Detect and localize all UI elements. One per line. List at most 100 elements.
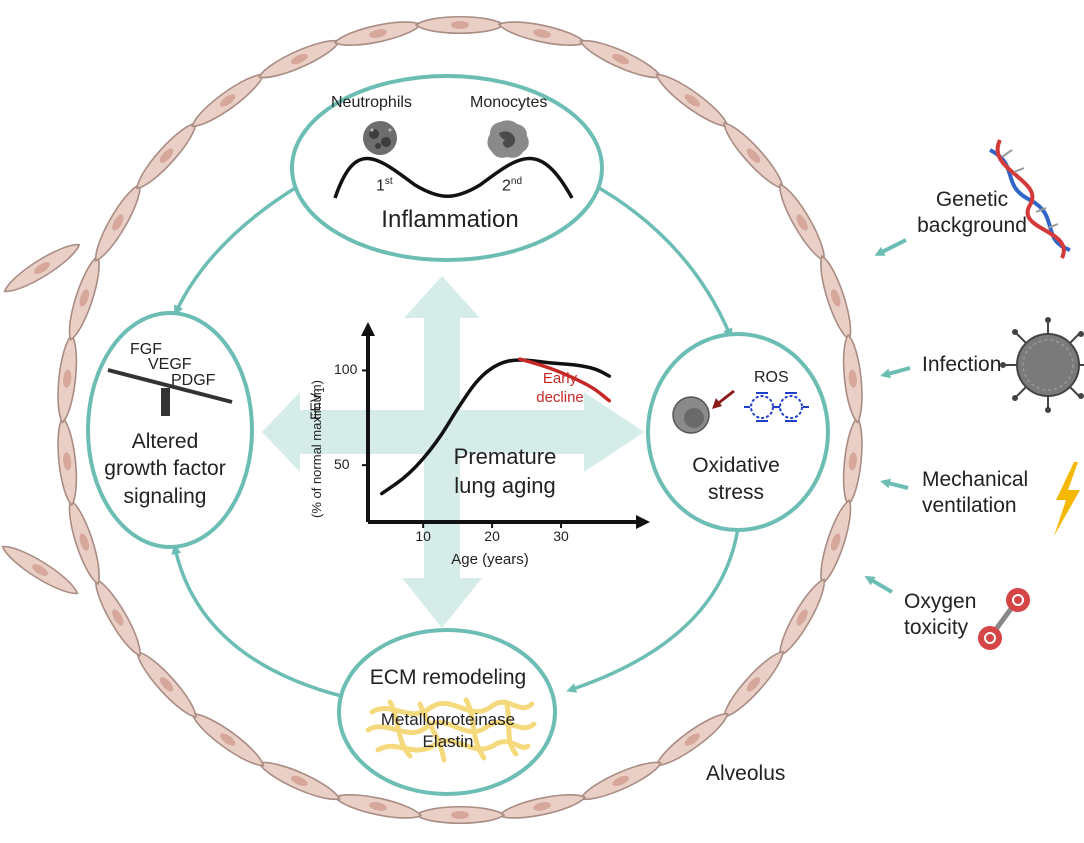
second-peak-sup: nd — [510, 176, 523, 187]
first-peak-sup: st — [384, 176, 393, 187]
dna-helix-icon — [989, 139, 1071, 259]
alveolar-cell — [723, 650, 784, 718]
ecm-title: ECM remodeling — [369, 666, 527, 689]
alveolar-cell — [1, 545, 79, 595]
cross-arrow-right — [584, 392, 644, 472]
alveolar-cell — [497, 794, 587, 819]
ecm-metalloproteinase: Metalloproteinase — [380, 710, 516, 729]
arrow-infection — [880, 366, 911, 379]
second-peak-number: 2 — [502, 177, 511, 195]
seesaw-icon — [107, 368, 233, 416]
alveolar-cell — [95, 578, 141, 657]
growth-factor-title: Altered growth factor signaling — [104, 428, 225, 510]
mechanical-ventilation-label: Mechanical ventilation — [922, 467, 1028, 520]
alveolar-cell — [820, 254, 852, 341]
arrow-genetic — [874, 238, 907, 256]
inflammation-ellipse — [290, 74, 604, 262]
alveolus-cell-ring — [1, 15, 863, 825]
oxidative-title-line1: Oxidative — [692, 454, 780, 477]
first-peak-number: 1 — [376, 177, 385, 195]
cross-arrow-up — [404, 276, 480, 332]
alveolar-cell — [414, 805, 506, 825]
oxygen-molecule-icon — [978, 588, 1030, 650]
alveolar-cell — [136, 122, 197, 190]
virus-icon — [1000, 317, 1084, 413]
alveolar-cell — [257, 39, 341, 79]
alveolar-cell — [57, 333, 78, 424]
alveolar-cell — [579, 39, 663, 79]
cycle-arrows — [171, 183, 740, 699]
oxidative-stress-ellipse — [646, 332, 830, 532]
fgf-label: FGF — [130, 341, 162, 358]
chart-x-axis-label: Age (years) — [451, 551, 529, 568]
center-line2: lung aging — [454, 472, 556, 498]
fev1-chart — [361, 322, 650, 529]
alveolar-cell — [779, 578, 825, 657]
genetic-line1: Genetic — [935, 188, 1009, 211]
ros-label: ROS — [754, 369, 789, 386]
genetic-line2: background — [917, 214, 1027, 238]
second-peak-label: 2nd — [502, 176, 522, 196]
alveolus-label: Alveolus — [706, 762, 786, 785]
alveolar-cell — [68, 254, 100, 341]
early-decline-line1: Early — [542, 370, 578, 387]
pdgf-label: PDGF — [171, 372, 216, 389]
y-tick-label: 50 — [334, 456, 350, 473]
early-decline-annotation: Early decline — [536, 370, 584, 408]
growth-factor-ellipse — [86, 311, 254, 549]
first-peak-label: 1st — [376, 176, 393, 196]
fev1-early-decline-curve — [517, 357, 612, 403]
arrow-inflammation-to-oxidative — [593, 183, 733, 339]
oxygen-line2: toxicity — [904, 616, 969, 640]
alveolar-cell — [3, 243, 81, 293]
fev1-normal-curve — [380, 358, 612, 496]
ros-molecule-icon — [744, 392, 809, 422]
ecm-ellipse — [337, 628, 557, 796]
arrow-oxygen — [864, 575, 894, 594]
early-decline-line2: decline — [536, 388, 584, 406]
center-cross-arrows — [262, 276, 644, 628]
arrow-mechanical — [880, 478, 909, 490]
alveolar-cell — [842, 333, 863, 424]
growth-factor-title-line3: signaling — [123, 484, 207, 508]
alveolar-cell — [191, 73, 265, 128]
alveolar-cell — [257, 761, 341, 801]
chart-y-axis-label-line2: (% of normal maximum) — [309, 380, 324, 518]
alveolar-cell — [191, 712, 265, 767]
cell-icon — [672, 396, 710, 434]
center-line1: Premature — [453, 444, 557, 469]
cross-arrow-down — [402, 540, 482, 628]
alveolar-cell — [655, 73, 729, 128]
alveolar-cell — [57, 416, 78, 507]
oxygen-line1: Oxygen — [904, 590, 977, 613]
alveolar-cell — [579, 761, 663, 801]
alveolar-cell — [497, 21, 587, 46]
arrow-ecm-to-growth — [171, 544, 346, 699]
y-tick-label: 100 — [334, 361, 358, 378]
alveolar-cell — [333, 21, 423, 46]
alveolar-cell — [136, 650, 197, 718]
x-tick-label: 10 — [415, 528, 431, 544]
risk-factor-arrows — [864, 238, 911, 594]
ecm-elastin: Elastin — [422, 732, 474, 751]
oxygen-toxicity-label: Oxygen toxicity — [904, 589, 976, 642]
arrow-oxidative-to-ecm — [566, 527, 740, 693]
alveolar-cell — [820, 499, 852, 586]
monocytes-label: Monocytes — [470, 94, 548, 111]
inflammation-wave — [333, 156, 574, 199]
x-tick-label: 20 — [484, 528, 500, 544]
inflammation-title: Inflammation — [381, 206, 519, 233]
premature-lung-aging-label: Premature lung aging — [454, 443, 557, 500]
alveolar-cell — [68, 499, 100, 586]
ecm-fibers-icon — [365, 697, 537, 763]
genetic-background-label: Genetic background — [917, 187, 1027, 240]
alveolar-cell — [95, 183, 141, 262]
mechanical-line1: Mechanical — [922, 468, 1029, 491]
monocyte-icon — [487, 120, 529, 158]
x-tick-label: 30 — [553, 528, 569, 544]
ros-arrow-head — [712, 398, 722, 409]
alveolar-cell — [333, 794, 423, 819]
oxidative-stress-title: Oxidative stress — [692, 452, 780, 507]
